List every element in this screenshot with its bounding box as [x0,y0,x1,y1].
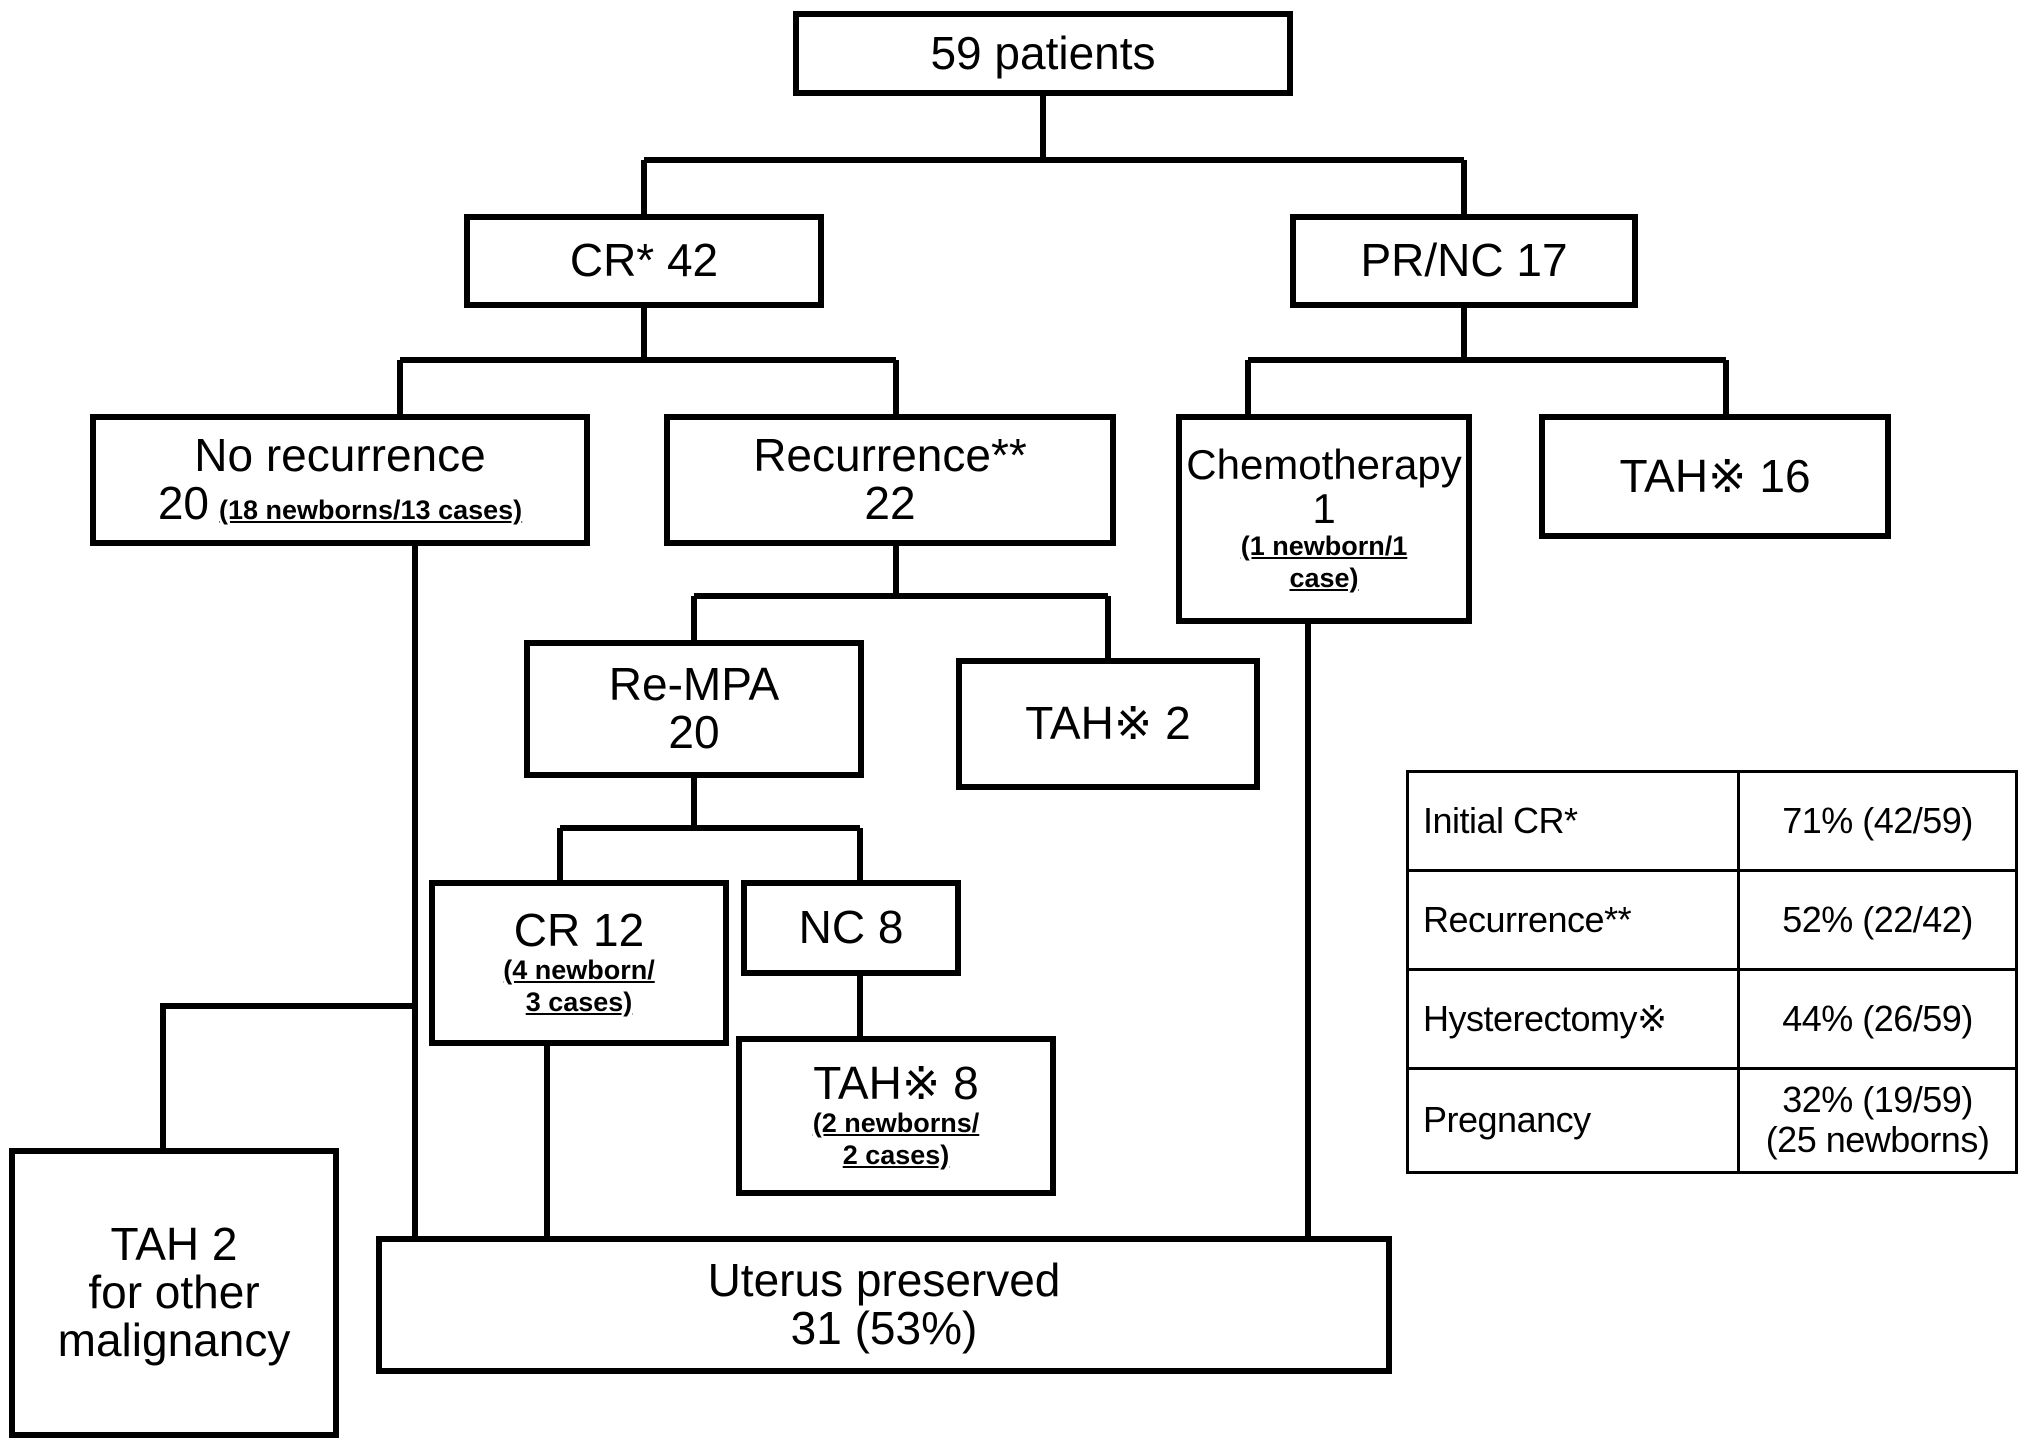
node-tah-2-other-line3: malignancy [57,1313,291,1366]
summary-row-value: 71% (42/59) [1737,770,2018,872]
node-cr42[interactable]: CR* 42 [464,214,824,308]
node-uterus-preserved-count: 31 (53%) [790,1302,978,1354]
node-chemotherapy-label: Chemotherapy [1186,441,1462,489]
connector-cr12-to-tah2-other [160,1003,415,1148]
summary-row-value: 44% (26/59) [1737,968,2018,1070]
node-chemotherapy-note-line2: case) [1289,562,1359,593]
summary-row-label: Pregnancy [1406,1067,1740,1174]
node-tah-2-other-line2: for other [88,1266,260,1319]
node-nc-8[interactable]: NC 8 [741,880,961,976]
node-re-mpa-label: Re-MPA [608,658,780,711]
node-tah-8-note-line2: 2 cases) [842,1139,950,1170]
node-chemotherapy-count: 1 [1312,485,1336,533]
node-chemotherapy-note-line1: (1 newborn/1 [1240,530,1408,561]
node-no-recurrence-count: 20 [157,477,209,529]
node-tah-2-other-line1: TAH 2 [110,1218,238,1271]
summary-row-label: Initial CR* [1406,770,1740,872]
node-no-recurrence-note: (18 newborns/13 cases) [219,495,523,525]
node-cr42-label: CR* 42 [569,234,719,287]
summary-row-value: 32% (19/59) [1782,1079,1973,1120]
node-no-recurrence-detail: 20 (18 newborns/13 cases) [157,477,523,529]
node-tah-2-other-malignancy[interactable]: TAH 2 for other malignancy [9,1148,339,1438]
node-re-mpa-count: 20 [668,706,720,758]
node-tah-16-label: TAH※ 16 [1619,449,1811,502]
node-chemotherapy[interactable]: Chemotherapy 1 (1 newborn/1 case) [1176,414,1472,624]
node-nc-8-label: NC 8 [798,901,904,954]
node-tah-2-recurrence[interactable]: TAH※ 2 [956,658,1260,790]
node-no-recurrence[interactable]: No recurrence 20 (18 newborns/13 cases) [90,414,590,546]
node-recurrence-label: Recurrence** [753,429,1027,482]
node-cr-12-label: CR 12 [513,904,645,957]
node-uterus-preserved[interactable]: Uterus preserved 31 (53%) [376,1236,1392,1374]
node-tah-8-note-line1: (2 newborns/ [812,1108,980,1139]
node-cr-12[interactable]: CR 12 (4 newborn/ 3 cases) [429,880,729,1046]
summary-row-value: 52% (22/42) [1737,869,2018,971]
node-59-patients[interactable]: 59 patients [793,11,1293,96]
summary-table: Initial CR* 71% (42/59) Recurrence** 52%… [1406,770,2018,1174]
table-row: Initial CR* 71% (42/59) [1406,770,2018,872]
node-recurrence[interactable]: Recurrence** 22 [664,414,1116,546]
table-row: Pregnancy 32% (19/59) (25 newborns) [1406,1067,2018,1174]
summary-row-label: Hysterectomy※ [1406,968,1740,1070]
node-uterus-preserved-label: Uterus preserved [707,1254,1061,1307]
table-row: Hysterectomy※ 44% (26/59) [1406,968,2018,1070]
node-tah-8-label: TAH※ 8 [813,1057,979,1110]
table-row: Recurrence** 52% (22/42) [1406,869,2018,971]
node-cr-12-note-line1: (4 newborn/ [503,955,655,986]
node-no-recurrence-label: No recurrence [194,429,486,482]
node-tah-8[interactable]: TAH※ 8 (2 newborns/ 2 cases) [736,1036,1056,1196]
node-re-mpa[interactable]: Re-MPA 20 [524,640,864,778]
node-recurrence-count: 22 [864,477,916,529]
node-59-patients-label: 59 patients [930,26,1156,79]
node-tah-16[interactable]: TAH※ 16 [1539,414,1891,539]
summary-row-value-group: 32% (19/59) (25 newborns) [1737,1067,2018,1174]
node-prnc17[interactable]: PR/NC 17 [1290,214,1638,308]
summary-row-label: Recurrence** [1406,869,1740,971]
node-tah-2-recurrence-label: TAH※ 2 [1025,697,1191,750]
node-prnc17-label: PR/NC 17 [1360,234,1568,287]
summary-row-value-secondary: (25 newborns) [1765,1119,1990,1161]
node-cr-12-note-line2: 3 cases) [525,986,633,1017]
